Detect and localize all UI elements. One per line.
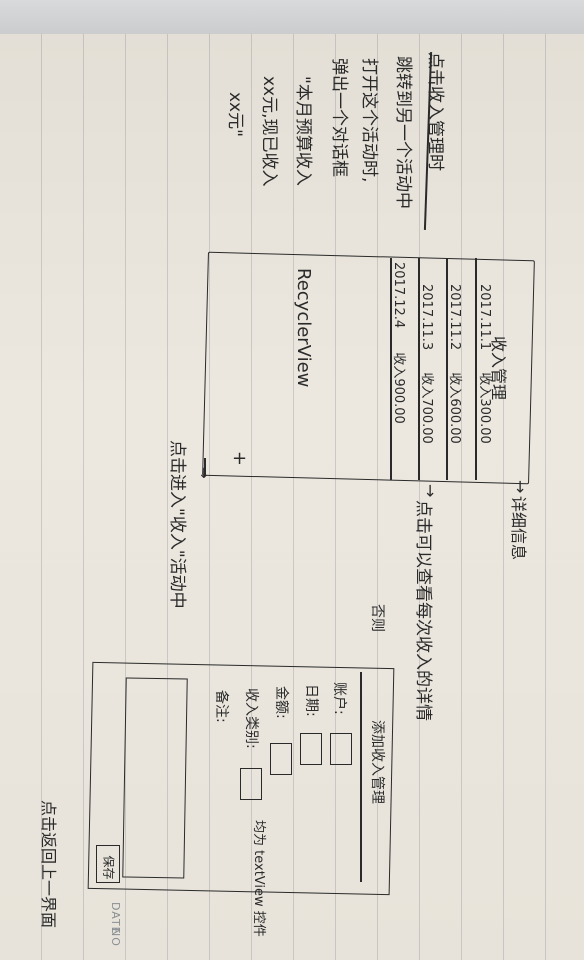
amount-field[interactable] — [270, 743, 292, 775]
note-popup-line: 弹出一个对话框 — [329, 58, 349, 177]
main-note: 点击收入管理时 — [420, 52, 450, 171]
add-arrow-line — [204, 458, 206, 476]
add-arrow-head: ↓ — [198, 466, 210, 482]
no-stamp: NO — [109, 928, 122, 947]
notebook-page — [0, 34, 584, 960]
category-field[interactable] — [240, 768, 262, 800]
row-divider-3 — [418, 258, 420, 480]
detail-side-note: 否则 — [369, 604, 385, 632]
row-divider-2 — [446, 258, 448, 480]
desk-background — [0, 0, 584, 40]
field-label-account: 账户: — [331, 682, 347, 715]
note-open-line: 打开这个活动时, — [359, 58, 379, 183]
form-note: 均为 textView 控件 — [251, 820, 266, 937]
add-hint-note: 点击进入"收入"活动中 — [167, 440, 187, 609]
list-item[interactable]: 2017.12.4 收入900.00 — [391, 262, 406, 424]
field-label-date: 日期: — [303, 684, 319, 717]
note-amount-line: xx元,现已收入 — [259, 76, 279, 187]
list-item[interactable]: 2017.11.3 收入700.00 — [419, 284, 434, 444]
row-divider-1 — [475, 258, 477, 480]
form-title-divider — [360, 672, 362, 882]
detail-arrow-2: → — [421, 484, 440, 498]
account-field[interactable] — [330, 733, 352, 765]
detail-hint-note: 点击可以查看每次收入的详情 — [413, 500, 433, 721]
recycler-view-label: RecyclerView — [293, 268, 314, 388]
back-hint-note: 点击返回上一界面 — [39, 800, 58, 929]
note-textarea[interactable] — [122, 677, 188, 879]
note-jump-line: 跳转到另一个活动中 — [393, 56, 413, 209]
field-label-amount: 金额: — [273, 686, 289, 719]
row-divider-4 — [390, 258, 392, 480]
add-button[interactable]: + — [232, 448, 248, 469]
date-field[interactable] — [300, 733, 322, 765]
note-home-title: 点击收入管理时 — [425, 52, 445, 171]
list-item[interactable]: 2017.11.2 收入600.00 — [447, 284, 462, 444]
note-budget-line: "本月预算收入 — [293, 76, 313, 186]
note-amount-line2: xx元" — [225, 92, 245, 137]
field-label-note: 备注: — [213, 690, 229, 723]
list-item[interactable]: 2017.11.1 收入300.00 — [477, 284, 492, 444]
detail-arrow: → — [511, 480, 530, 494]
form-title: 添加收入管理 — [369, 720, 385, 804]
save-button[interactable]: 保存 — [96, 845, 120, 883]
field-label-category: 收入类别: — [243, 688, 259, 749]
detail-word: 详细信息 — [509, 496, 528, 561]
